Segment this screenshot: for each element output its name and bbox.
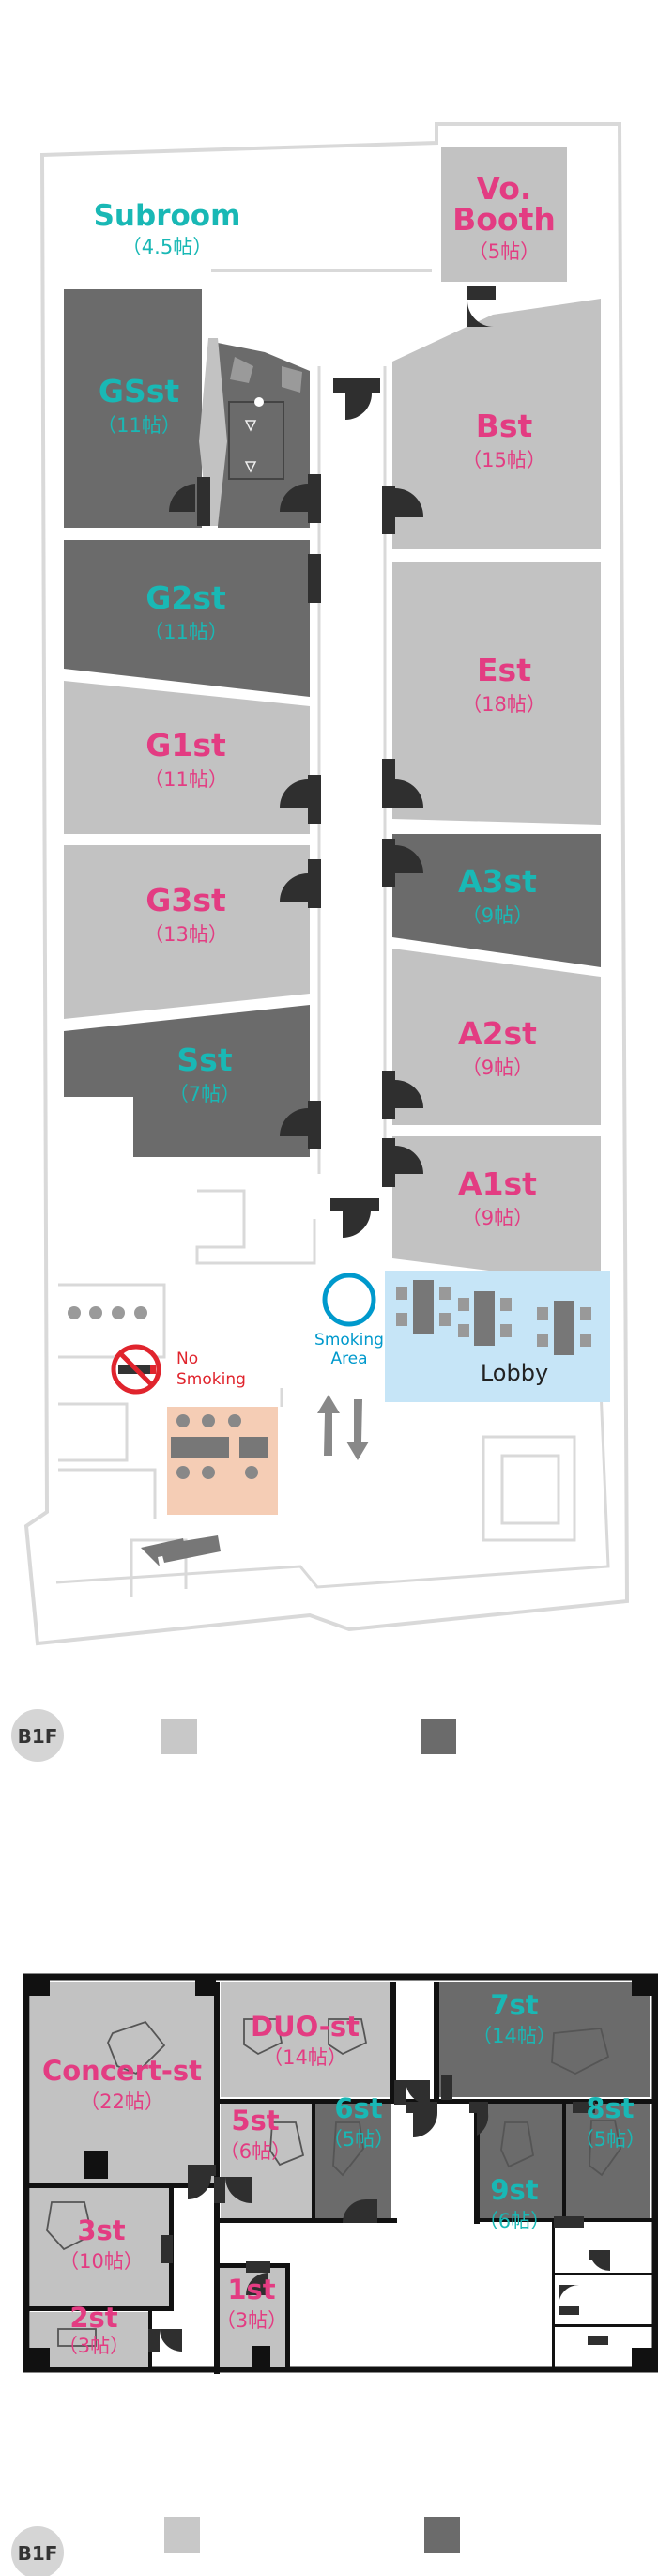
label-est: Est xyxy=(477,652,531,688)
label-lobby: Lobby xyxy=(481,1360,548,1386)
doors-lower xyxy=(148,2075,610,2352)
size-9st: （6帖） xyxy=(479,2210,550,2232)
size-duo: （14帖） xyxy=(263,2046,347,2069)
size-est: （18帖） xyxy=(462,693,546,716)
floor-badge-lower-text: B1F xyxy=(18,2542,58,2565)
label-8st: 8st xyxy=(586,2092,634,2124)
label-vo-booth-2: Booth xyxy=(452,201,556,238)
label-a3st: A3st xyxy=(458,863,537,900)
size-1st: （3帖） xyxy=(216,2309,287,2332)
size-concert: （22帖） xyxy=(80,2090,164,2113)
label-vo-booth-1: Vo. xyxy=(477,170,532,207)
label-7st: 7st xyxy=(490,1989,538,2021)
doors xyxy=(168,286,496,1239)
legend-light-swatch-lower xyxy=(164,2517,200,2553)
label-9st: 9st xyxy=(490,2174,538,2206)
label-no-smoking-2: Smoking xyxy=(176,1370,246,1389)
label-g3st: G3st xyxy=(145,882,226,918)
room-7st[interactable] xyxy=(439,1982,650,2097)
room-g1st[interactable] xyxy=(64,681,310,834)
seating-dots xyxy=(68,1306,147,1319)
label-smoking-area-2: Area xyxy=(330,1350,367,1368)
size-subroom: （4.5帖） xyxy=(122,236,212,258)
room-5st[interactable] xyxy=(221,2102,312,2219)
room-gsst-booth[interactable] xyxy=(218,343,310,528)
building-outline-lower xyxy=(23,1973,658,2373)
label-duo: DUO-st xyxy=(251,2011,360,2043)
label-no-smoking-1: No xyxy=(176,1350,198,1368)
label-3st: 3st xyxy=(77,2214,125,2246)
room-g2st[interactable] xyxy=(64,540,310,697)
room-duo[interactable] xyxy=(221,1982,390,2097)
size-bst: （15帖） xyxy=(462,449,546,471)
instrument-outlines xyxy=(46,2018,621,2347)
size-g1st: （11帖） xyxy=(144,768,228,791)
size-8st: （5帖） xyxy=(574,2128,646,2151)
room-g3st[interactable] xyxy=(64,845,310,1019)
size-5st: （6帖） xyxy=(220,2140,291,2163)
label-sst: Sst xyxy=(176,1041,232,1078)
size-sst: （7帖） xyxy=(169,1083,240,1105)
smoking-area-icon xyxy=(322,1273,376,1327)
b1f-plan-upper: Subroom （4.5帖） Vo. Booth （5帖） GSst （11帖）… xyxy=(11,122,630,1762)
label-a2st: A2st xyxy=(458,1015,537,1052)
size-gsst: （11帖） xyxy=(97,414,181,437)
legend-dark-swatch-lower xyxy=(424,2517,460,2553)
label-bst: Bst xyxy=(476,408,533,444)
floor-badge-upper-text: B1F xyxy=(18,1725,58,1748)
size-7st: （14帖） xyxy=(472,2025,557,2047)
floor-badge-lower xyxy=(11,2526,64,2576)
building-outline xyxy=(23,122,630,1646)
label-5st: 5st xyxy=(231,2105,279,2136)
size-2st: （3帖） xyxy=(58,2335,130,2357)
size-3st: （10帖） xyxy=(59,2250,144,2273)
misc-walls xyxy=(58,1189,576,1597)
lobby-tables xyxy=(396,1280,591,1355)
room-6st[interactable] xyxy=(314,2102,391,2219)
size-a2st: （9帖） xyxy=(462,1057,533,1079)
legend-dark-swatch-upper xyxy=(421,1719,456,1754)
room-sst[interactable] xyxy=(64,1005,310,1157)
size-g3st: （13帖） xyxy=(144,923,228,946)
inner-outline xyxy=(55,1389,610,1589)
label-g2st: G2st xyxy=(145,579,226,616)
size-a3st: （9帖） xyxy=(462,904,533,927)
size-a1st: （9帖） xyxy=(462,1207,533,1229)
label-concert: Concert-st xyxy=(42,2055,202,2087)
label-6st: 6st xyxy=(334,2092,382,2124)
floor-badge-upper xyxy=(11,1709,64,1762)
legend-light-swatch-upper xyxy=(161,1719,197,1754)
room-2st[interactable] xyxy=(30,2312,150,2367)
label-1st: 1st xyxy=(227,2274,275,2306)
label-subroom: Subroom xyxy=(94,199,241,233)
size-vo-booth: （5帖） xyxy=(468,240,540,263)
label-2st: 2st xyxy=(69,2302,117,2334)
label-gsst: GSst xyxy=(99,373,179,409)
b1f-plan-lower: Concert-st （22帖） DUO-st （14帖） 7st （14帖） … xyxy=(11,1973,658,2576)
room-3st[interactable] xyxy=(30,2186,171,2308)
smoking-furniture xyxy=(171,1414,268,1479)
label-g1st: G1st xyxy=(145,727,226,764)
room-concert[interactable] xyxy=(30,1982,218,2183)
size-g2st: （11帖） xyxy=(144,621,228,643)
label-smoking-area-1: Smoking xyxy=(314,1331,384,1350)
room-est[interactable] xyxy=(392,562,601,825)
room-a3st[interactable] xyxy=(392,834,601,967)
room-gsst[interactable] xyxy=(64,289,202,528)
direction-arrows xyxy=(141,1395,369,1566)
label-a1st: A1st xyxy=(458,1165,537,1202)
no-smoking-icon xyxy=(111,1344,161,1395)
room-a2st[interactable] xyxy=(392,949,601,1125)
room-a1st[interactable] xyxy=(392,1136,601,1285)
room-bst[interactable] xyxy=(392,299,601,549)
size-6st: （5帖） xyxy=(323,2128,394,2151)
room-vo-booth[interactable] xyxy=(441,147,567,282)
